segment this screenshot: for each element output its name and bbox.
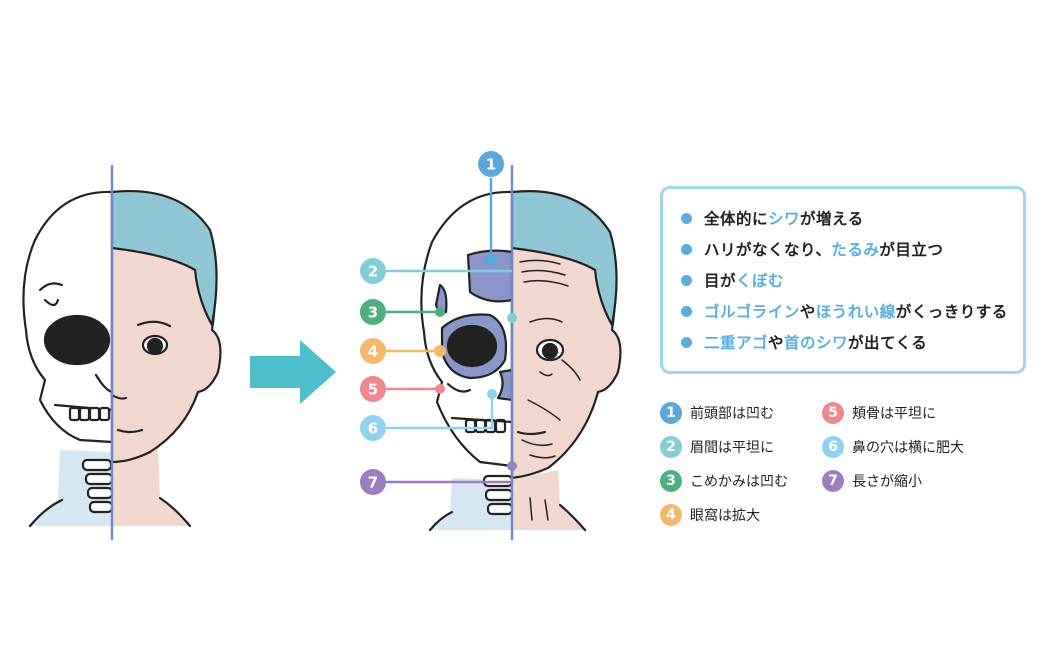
callout-5-badge xyxy=(360,376,386,402)
legend-item: 4 眼窩は拡大 xyxy=(660,504,760,526)
callout-anchor-dots xyxy=(434,254,517,471)
legend-number-badge: 7 xyxy=(822,470,844,492)
change-item: 全体的にシワが増える xyxy=(681,205,864,231)
change-item: 目がくぼむ xyxy=(681,267,784,293)
legend-item: 2 眉間は平坦に xyxy=(660,436,774,458)
callout-6-badge xyxy=(360,415,386,441)
legend-number-badge: 6 xyxy=(822,436,844,458)
change-item: 二重アゴや首のシワが出てくる xyxy=(681,329,927,355)
bullet-dot-icon xyxy=(681,212,692,224)
bullet-dot-icon xyxy=(681,243,692,255)
legend-item: 7 長さが縮小 xyxy=(822,470,922,492)
callout-1-badge xyxy=(478,151,504,177)
callout-leaders xyxy=(386,178,512,484)
callout-3-badge xyxy=(360,299,386,325)
change-item: ゴルゴラインやほうれい線がくっきりする xyxy=(681,298,1008,324)
right-arrow-icon xyxy=(250,340,336,404)
legend-item: 6 鼻の穴は横に肥大 xyxy=(822,436,964,458)
callout-badges: 1 2 3 4 5 6 7 xyxy=(360,151,504,495)
legend-item: 5 頬骨は平坦に xyxy=(822,402,936,424)
change-item: ハリがなくなり、たるみが目立つ xyxy=(681,236,943,262)
callout-3-number: 3 xyxy=(368,304,378,322)
bullet-dot-icon xyxy=(681,274,692,286)
legend-item: 3 こめかみは凹む xyxy=(660,470,788,492)
callout-1-number: 1 xyxy=(486,156,496,174)
aging-changes-panel: 全体的にシワが増える ハリがなくなり、たるみが目立つ 目がくぼむ ゴルゴラインや… xyxy=(660,186,1026,374)
callout-5-number: 5 xyxy=(368,381,378,399)
callout-7-badge xyxy=(360,469,386,495)
bullet-dot-icon xyxy=(681,336,692,348)
aged-face-illustration xyxy=(420,190,622,532)
legend-number-badge: 3 xyxy=(660,470,682,492)
legend-number-badge: 2 xyxy=(660,436,682,458)
callout-6-number: 6 xyxy=(368,420,378,438)
callout-2-number: 2 xyxy=(368,263,378,281)
callout-7-number: 7 xyxy=(368,474,378,492)
callout-4-number: 4 xyxy=(368,343,378,361)
legend-number-badge: 5 xyxy=(822,402,844,424)
legend-number-badge: 4 xyxy=(660,504,682,526)
legend-number-badge: 1 xyxy=(660,402,682,424)
bullet-dot-icon xyxy=(681,305,692,317)
young-face-illustration xyxy=(22,190,222,528)
legend-item: 1 前頭部は凹む xyxy=(660,402,774,424)
callout-2-badge xyxy=(360,258,386,284)
callout-4-badge xyxy=(360,338,386,364)
